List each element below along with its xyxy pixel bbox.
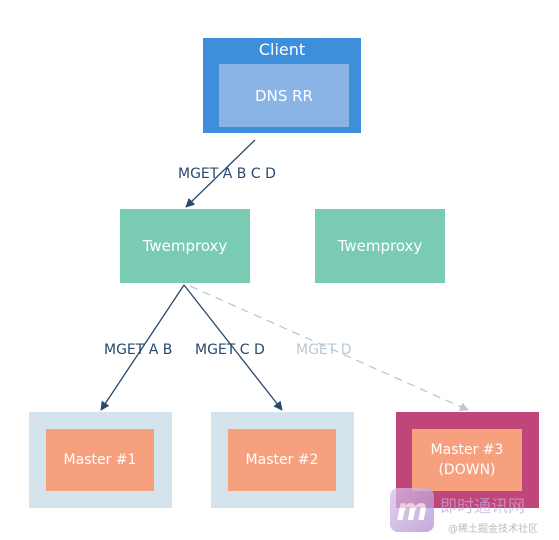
edge-proxy-to-master1 bbox=[100, 284, 185, 411]
master-3-status: (DOWN) bbox=[438, 462, 496, 478]
master-1-node: Master #1 bbox=[46, 429, 154, 491]
edge-proxy-to-master3 bbox=[189, 285, 469, 411]
dns-rr-box: DNS RR bbox=[219, 64, 349, 127]
master-2-node: Master #2 bbox=[228, 429, 336, 491]
edge-client-to-proxy bbox=[185, 139, 256, 208]
twemproxy-node-2: Twemproxy bbox=[315, 209, 445, 283]
edge-label-master1: MGET A B bbox=[104, 342, 173, 358]
edge-proxy-to-master2 bbox=[183, 284, 283, 411]
master-3-label: Master #3 bbox=[430, 442, 504, 458]
edge-label-master2: MGET C D bbox=[195, 342, 265, 358]
master-3-node: Master #3 (DOWN) bbox=[412, 429, 522, 491]
twemproxy-node-1: Twemproxy bbox=[120, 209, 250, 283]
watermark-subtext: @稀土掘金技术社区 bbox=[448, 524, 538, 535]
client-label: Client bbox=[258, 40, 306, 59]
watermark-logo-icon: m bbox=[390, 488, 434, 532]
edge-label-master3: MGET D bbox=[296, 342, 352, 358]
watermark-text: 即时通讯网 bbox=[440, 497, 525, 517]
edge-label-client-to-proxy: MGET A B C D bbox=[178, 166, 276, 182]
